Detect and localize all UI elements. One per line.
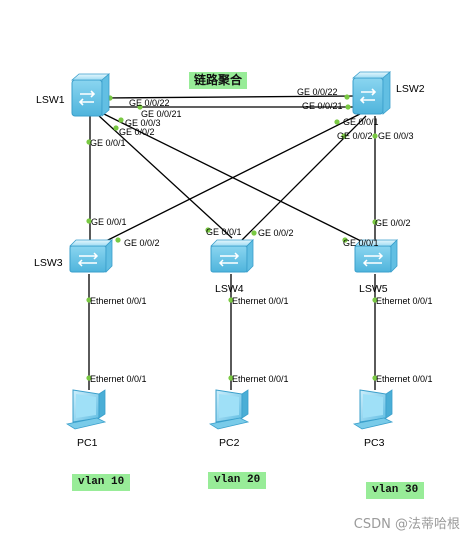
pc-icon [209, 389, 249, 430]
core-switch-icon [352, 71, 391, 115]
link-lsw1-lsw4[interactable] [97, 114, 233, 239]
port-dots [86, 94, 378, 381]
port-label: Ethernet 0/0/1 [90, 296, 147, 306]
switch-lsw4[interactable] [210, 239, 254, 273]
port-dot [205, 227, 211, 233]
pc-icon [66, 389, 106, 430]
device-label-pc1: PC1 [77, 437, 98, 449]
port-dot [342, 237, 348, 243]
device-label-lsw5: LSW5 [359, 283, 388, 295]
port-label: GE 0/0/1 [90, 138, 126, 148]
port-label: GE 0/0/21 [141, 109, 182, 119]
port-label: GE 0/0/2 [258, 228, 294, 238]
port-label: GE 0/0/1 [343, 117, 379, 127]
port-label: GE 0/0/2 [119, 127, 155, 137]
access-switch-icon [69, 239, 113, 273]
vlan-tag-pc1: vlan 10 [72, 474, 131, 491]
pc-icon [353, 389, 393, 430]
port-dot [228, 375, 234, 381]
watermark: CSDN @法蒂哈根 [353, 517, 460, 532]
device-label-lsw2: LSW2 [396, 83, 425, 95]
link-aggregation-tag: 链路聚合 [189, 72, 248, 89]
port-label: Ethernet 0/0/1 [90, 374, 147, 384]
port-dot [372, 375, 378, 381]
port-label: GE 0/0/1 [91, 217, 127, 227]
switch-lsw3[interactable] [69, 239, 113, 273]
port-label: GE 0/0/3 [378, 131, 414, 141]
pc-pc3[interactable] [353, 389, 393, 430]
port-dot [372, 297, 378, 303]
port-dot [345, 104, 351, 110]
port-dot [86, 218, 92, 224]
device-label-lsw3: LSW3 [34, 257, 63, 269]
port-dot [251, 230, 257, 236]
port-label: GE 0/0/22 [297, 87, 338, 97]
device-label-lsw1: LSW1 [36, 94, 65, 106]
port-dot [118, 117, 124, 123]
vlan-tag-pc3: vlan 30 [366, 482, 425, 499]
port-dot [115, 237, 121, 243]
port-dot [372, 133, 378, 139]
port-label: Ethernet 0/0/1 [232, 374, 289, 384]
switch-lsw1[interactable] [71, 73, 110, 117]
port-dot [113, 125, 119, 131]
link-lsw2-lsw3[interactable] [99, 113, 361, 245]
port-label: GE 0/0/1 [206, 227, 242, 237]
port-dot [86, 375, 92, 381]
port-dot [372, 219, 378, 225]
port-label: GE 0/0/2 [337, 131, 373, 141]
port-dot [341, 133, 347, 139]
port-label: GE 0/0/3 [125, 118, 161, 128]
port-label: Ethernet 0/0/1 [376, 374, 433, 384]
core-switch-icon [71, 73, 110, 117]
pc-pc1[interactable] [66, 389, 106, 430]
port-dot [344, 94, 350, 100]
pc-pc2[interactable] [209, 389, 249, 430]
port-dot [137, 104, 143, 110]
port-label: GE 0/0/2 [375, 218, 411, 228]
port-dot [228, 297, 234, 303]
port-label: Ethernet 0/0/1 [376, 296, 433, 306]
port-label: GE 0/0/22 [129, 98, 170, 108]
port-dot [86, 297, 92, 303]
access-switch-icon [210, 239, 254, 273]
device-label-pc3: PC3 [364, 437, 385, 449]
port-dot [86, 139, 92, 145]
link-lsw1-lsw5[interactable] [101, 112, 366, 244]
device-label-lsw4: LSW4 [215, 283, 244, 295]
switch-lsw2[interactable] [352, 71, 391, 115]
port-label: GE 0/0/2 [124, 238, 160, 248]
vlan-tag-pc2: vlan 20 [208, 472, 267, 489]
port-label: GE 0/0/1 [343, 238, 379, 248]
port-dot [334, 119, 340, 125]
link-lsw1-lsw2-ge22[interactable] [101, 95, 356, 99]
port-label: Ethernet 0/0/1 [232, 296, 289, 306]
device-label-pc2: PC2 [219, 437, 240, 449]
port-label: GE 0/0/21 [302, 101, 343, 111]
